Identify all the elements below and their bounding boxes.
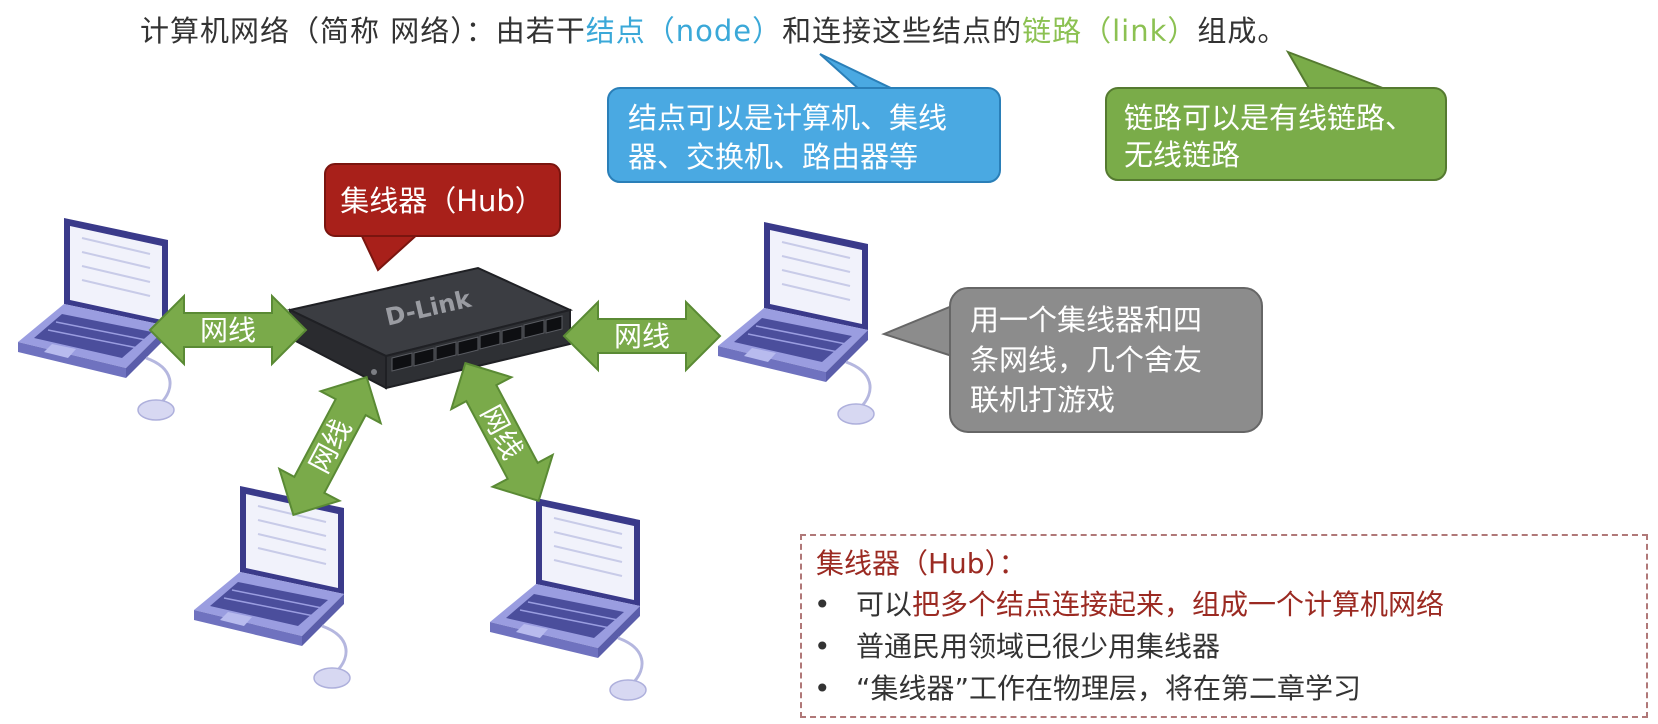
item3-text: “集线器”工作在物理层，将在第二章学习 xyxy=(856,672,1362,705)
cable-arrow-bottom-right: 网线 xyxy=(434,346,570,518)
node-callout: 结点可以是计算机、集线 器、交换机、路由器等 xyxy=(607,53,1001,183)
title-suffix: 组成。 xyxy=(1197,14,1288,48)
link-callout-line2: 无线链路 xyxy=(1124,138,1240,172)
list-item: • “集线器”工作在物理层，将在第二章学习 xyxy=(814,668,1444,710)
game-callout-line1: 用一个集线器和四 xyxy=(970,303,1202,337)
hub-info-list: • 可以把多个结点连接起来，组成一个计算机网络 • 普通民用领域已很少用集线器 • “… xyxy=(814,584,1444,710)
laptop-bottom-left xyxy=(192,484,352,690)
cable-arrow-left-label: 网线 xyxy=(200,314,256,347)
item1-highlight: 把多个结点连接起来，组成一个计算机网络 xyxy=(912,588,1445,621)
game-callout-line3: 联机打游戏 xyxy=(970,383,1115,417)
cable-arrow-right-label: 网线 xyxy=(614,320,670,353)
laptop-top-right xyxy=(716,220,876,426)
bullet: • xyxy=(814,672,831,705)
hub-info-heading: 集线器（Hub）： xyxy=(816,547,1027,580)
game-callout-line2: 条网线，几个舍友 xyxy=(970,343,1202,377)
node-callout-line2: 器、交换机、路由器等 xyxy=(628,140,918,174)
hub-device: D-Link xyxy=(286,266,574,390)
laptop-bottom-right xyxy=(488,496,648,702)
link-callout-line1: 链路可以是有线链路、 xyxy=(1124,101,1414,135)
item1-pre: 可以 xyxy=(856,588,913,621)
hub-callout-text: 集线器（Hub） xyxy=(340,184,544,218)
list-item: • 可以把多个结点连接起来，组成一个计算机网络 xyxy=(814,584,1444,626)
title-middle: 和连接这些结点的 xyxy=(782,14,1023,48)
game-callout: 用一个集线器和四 条网线，几个舍友 联机打游戏 xyxy=(881,287,1263,433)
title-prefix: 计算机网络（简称 网络）：由若干 xyxy=(140,14,586,48)
list-item: • 普通民用领域已很少用集线器 xyxy=(814,626,1444,668)
bullet: • xyxy=(814,588,831,621)
node-callout-line1: 结点可以是计算机、集线 xyxy=(628,101,947,135)
item2-text: 普通民用领域已很少用集线器 xyxy=(856,630,1221,663)
hub-callout: 集线器（Hub） xyxy=(324,163,561,272)
title-node-term: 结点（node） xyxy=(585,14,783,48)
title-link-term: 链路（link） xyxy=(1022,14,1198,48)
laptop-top-left xyxy=(16,216,176,422)
bullet: • xyxy=(814,630,831,663)
hub-info-box: 集线器（Hub）： • 可以把多个结点连接起来，组成一个计算机网络 • 普通民用领域… xyxy=(800,534,1648,718)
cable-arrow-left: 网线 xyxy=(149,295,307,365)
cable-arrow-right: 网线 xyxy=(563,301,721,371)
page-title: 计算机网络（简称 网络）：由若干结点（node）和连接这些结点的链路（link）… xyxy=(140,8,1287,50)
link-callout: 链路可以是有线链路、 无线链路 xyxy=(1105,50,1447,181)
